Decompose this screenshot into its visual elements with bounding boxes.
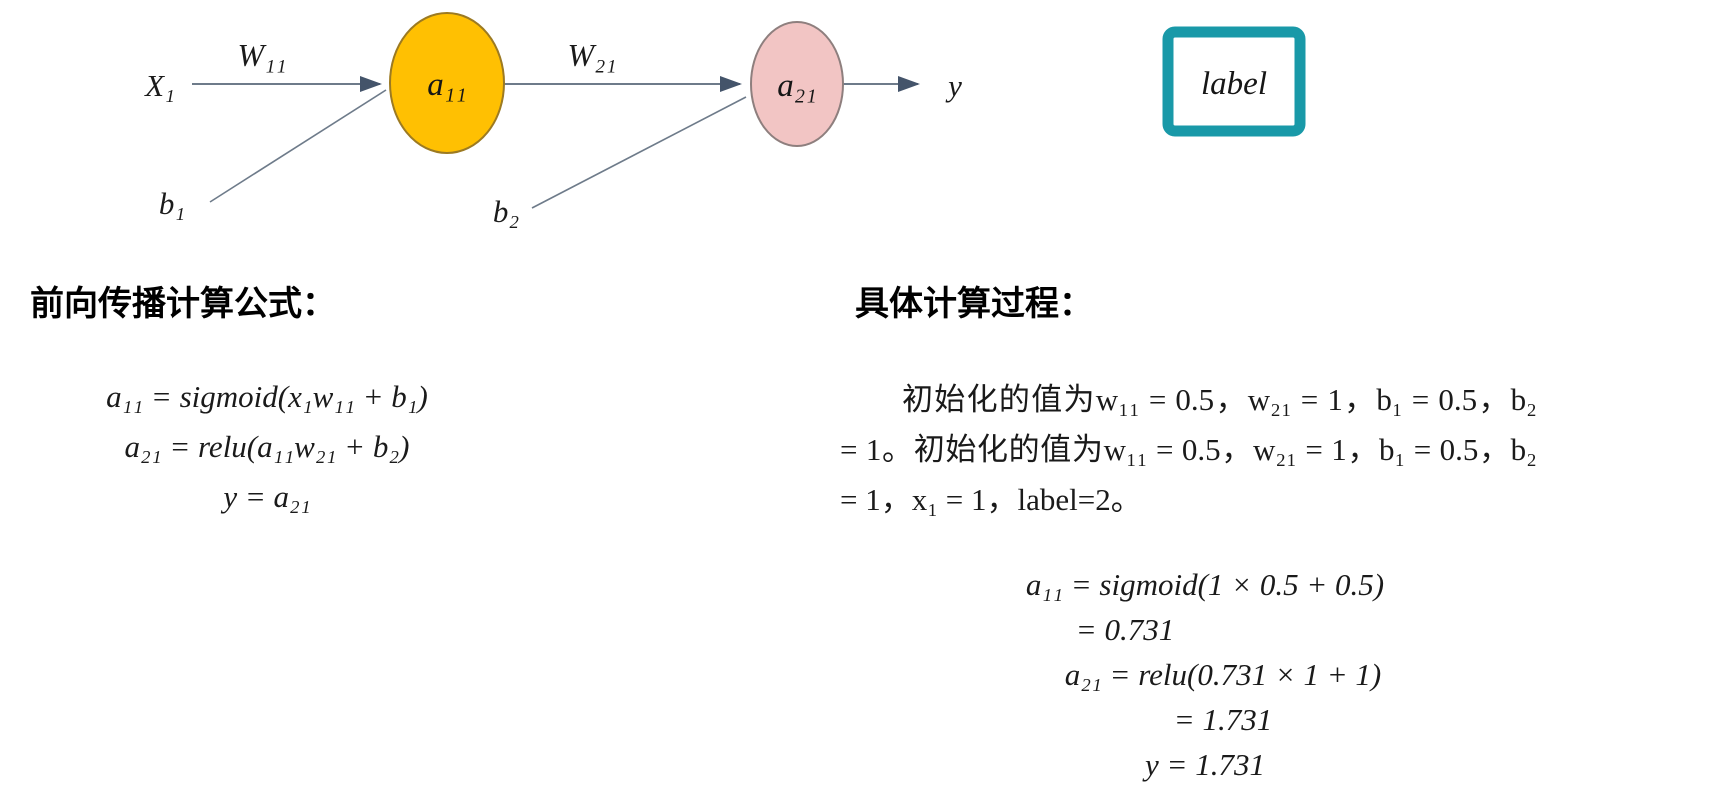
network-diagram: X₁ W₁₁ b₁ W₂₁ b₂ a₁₁ a₂₁ y label [143, 12, 1306, 229]
weight-w11-label: W₁₁ [238, 37, 287, 73]
calculation-steps: a₁₁ = sigmoid(1 × 0.5 + 0.5) = 0.731 a₂₁… [880, 562, 1530, 787]
calc-step-a21-result: = 1.731 [1173, 702, 1273, 737]
node-a21-label: a₂₁ [777, 68, 816, 104]
forward-propagation-formulas: a₁₁ = sigmoid(x₁w₁₁ + b₁) a₂₁ = relu(a₁₁… [27, 372, 507, 522]
weight-w21-label: W₂₁ [568, 37, 617, 73]
calc-step-a21: a₂₁ = relu(0.731 × 1 + 1) [1064, 657, 1382, 692]
calc-step-a11-result: = 0.731 [1075, 612, 1175, 647]
node-a11-label: a₁₁ [427, 67, 466, 103]
node-a11 [389, 12, 505, 154]
connector-b1-to-a11 [209, 89, 387, 203]
calc-step-y-result: y = 1.731 [1145, 747, 1265, 782]
node-a21 [750, 21, 844, 147]
bias-b2-label: b₂ [493, 194, 520, 229]
output-y-label: y [945, 68, 962, 103]
calc-step-a11: a₁₁ = sigmoid(1 × 0.5 + 0.5) [1025, 567, 1385, 602]
initialization-paragraph: 初始化的值为w₁₁ = 0.5，w₂₁ = 1，b₁ = 0.5，b₂ = 1。… [840, 382, 1537, 517]
calculation-process-heading: 具体计算过程： [855, 285, 1093, 323]
formula-y: y = a₂₁ [223, 479, 311, 514]
forward-propagation-heading: 前向传播计算公式： [30, 285, 336, 323]
bias-b1-label: b₁ [159, 186, 185, 221]
formula-a11: a₁₁ = sigmoid(x₁w₁₁ + b₁) [106, 379, 428, 414]
label-box [1162, 26, 1306, 137]
formula-a21: a₂₁ = relu(a₁₁w₂₁ + b₂) [124, 429, 410, 464]
connector-b2-to-a21 [531, 96, 747, 209]
label-box-text: label [1201, 66, 1267, 102]
input-x1-label: X₁ [143, 68, 175, 103]
